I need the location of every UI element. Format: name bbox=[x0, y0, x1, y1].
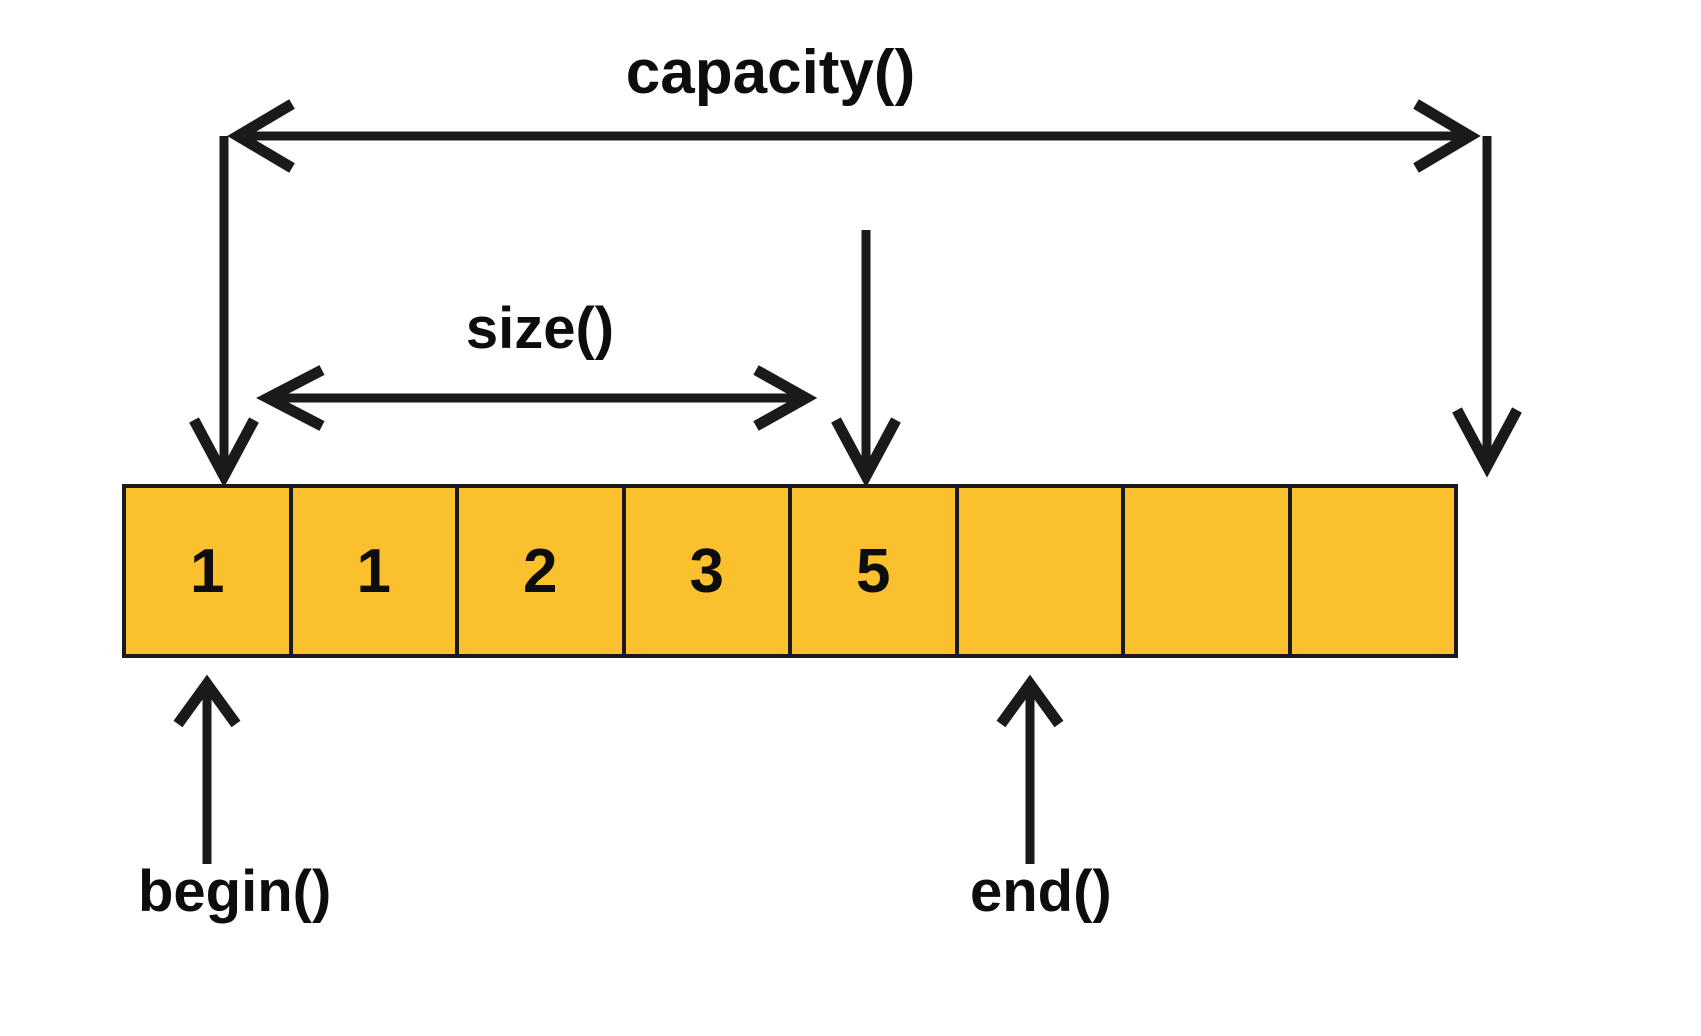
array-cell[interactable]: 2 bbox=[459, 488, 626, 654]
begin-pointer-arrow bbox=[173, 674, 241, 864]
vector-array: 1 1 2 3 5 bbox=[122, 484, 1458, 658]
capacity-span-arrow bbox=[227, 99, 1481, 173]
size-span-arrow bbox=[256, 365, 818, 431]
size-label: size() bbox=[465, 296, 615, 361]
end-label: end() bbox=[970, 859, 1112, 924]
array-cell[interactable] bbox=[1125, 488, 1292, 654]
array-cell[interactable] bbox=[958, 488, 1125, 654]
begin-label: begin() bbox=[138, 859, 332, 924]
capacity-label: capacity() bbox=[625, 38, 916, 107]
array-cell[interactable] bbox=[1291, 488, 1454, 654]
array-cell[interactable]: 5 bbox=[792, 488, 959, 654]
capacity-right-drop-arrow bbox=[1452, 136, 1522, 478]
array-cell[interactable]: 1 bbox=[126, 488, 293, 654]
end-pointer-arrow bbox=[996, 674, 1064, 864]
array-cell[interactable]: 3 bbox=[625, 488, 792, 654]
array-cell[interactable]: 1 bbox=[292, 488, 459, 654]
